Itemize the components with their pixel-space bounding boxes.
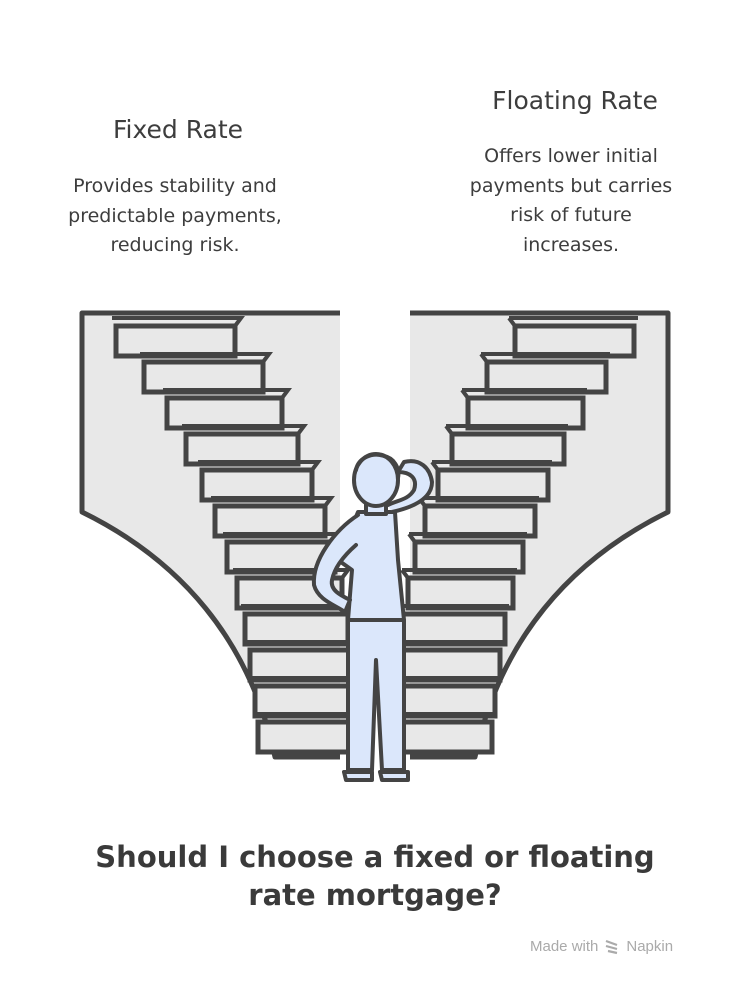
person-right-arm	[386, 459, 434, 514]
question-line: Should I choose a fixed or floating	[95, 840, 655, 874]
right-step	[405, 575, 516, 611]
floating-rate-title: Floating Rate	[492, 86, 658, 115]
right-step	[395, 719, 495, 755]
left-step	[255, 719, 355, 755]
left-step-tread	[211, 496, 335, 508]
desc-line: Provides stability and	[73, 175, 277, 197]
person-left-arm	[311, 513, 360, 614]
right-step	[397, 647, 503, 683]
desc-line: Offers lower initial	[484, 145, 658, 167]
made-with-label: Made with	[530, 938, 599, 955]
left-step	[212, 503, 328, 539]
left-step-tread	[233, 568, 352, 580]
person-figure	[311, 452, 434, 782]
fixed-rate-title: Fixed Rate	[112, 115, 244, 144]
left-step-tread	[112, 316, 245, 328]
person-feet	[342, 770, 410, 782]
left-step	[247, 647, 353, 683]
left-step-tread	[140, 352, 273, 364]
right-step	[422, 503, 538, 539]
left-step	[199, 467, 315, 503]
fixed-rate-description: Provides stability and predictable payme…	[15, 172, 335, 261]
person-hair	[354, 452, 401, 480]
right-step	[395, 683, 498, 719]
left-step	[141, 359, 266, 395]
napkin-brand: Napkin	[626, 938, 674, 955]
left-step	[113, 323, 238, 359]
question-line: rate mortgage?	[248, 878, 502, 912]
desc-line: predictable payments,	[68, 204, 282, 227]
left-step	[242, 611, 351, 647]
left-step-tread	[198, 460, 322, 472]
left-step	[252, 683, 355, 719]
right-step	[484, 359, 609, 395]
left-step	[164, 395, 285, 431]
desc-line: payments but carries	[469, 174, 673, 197]
right-step	[412, 539, 526, 575]
question-heading: Should I choose a fixed or floating rate…	[0, 838, 750, 914]
right-step	[512, 323, 637, 359]
right-step	[465, 395, 586, 431]
left-step	[183, 431, 301, 467]
desc-line: risk of future	[510, 204, 632, 226]
right-step	[399, 611, 508, 647]
made-with-napkin: Made with Napkin	[530, 938, 673, 955]
desc-line: increases.	[522, 233, 620, 256]
desc-line: reducing risk.	[110, 234, 240, 256]
right-step	[435, 467, 551, 503]
napkin-logo-icon	[605, 939, 618, 954]
left-step-tread	[163, 388, 292, 400]
right-step	[449, 431, 567, 467]
left-step-tread	[182, 424, 308, 436]
floating-rate-description: Offers lower initial payments but carrie…	[411, 142, 731, 260]
